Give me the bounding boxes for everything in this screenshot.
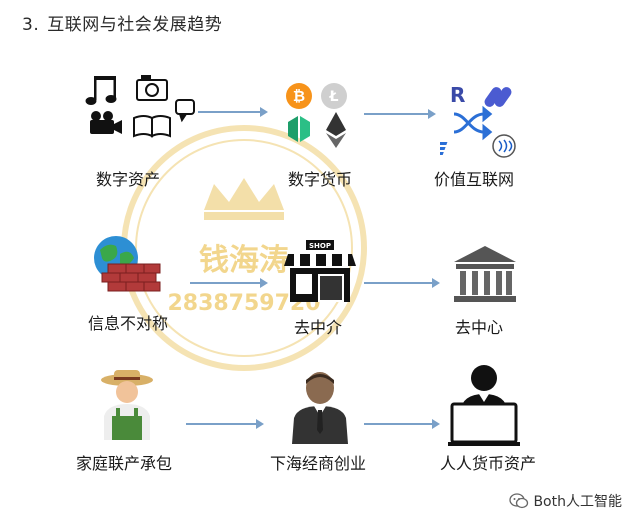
node-label-decentralization: 去中心 (455, 318, 504, 337)
businessman-icon (292, 372, 348, 444)
arrow-digital-assets-to-currency (198, 107, 268, 117)
litecoin-icon (321, 83, 347, 109)
camera-icon (136, 75, 168, 101)
digital-assets-icon (85, 75, 195, 138)
watermark-name: 钱海涛 (199, 243, 289, 278)
ripple-icon: R (450, 83, 465, 107)
wechat-icon (509, 493, 529, 509)
arrow-disintermediation-to-decentralization (364, 278, 440, 288)
music-note-icon (85, 76, 117, 105)
ethereum-icon (326, 112, 346, 148)
svg-text:₿: ₿ (293, 87, 305, 105)
node-label-information-asymmetry: 信息不对称 (88, 314, 169, 333)
arrow-currency-to-value-internet (364, 109, 436, 119)
bitcoin-icon (286, 83, 312, 109)
arrow-business-to-personal-assets (364, 419, 440, 429)
page-title: 3. 互联网与社会发展趋势 (22, 10, 222, 35)
node-label-digital-assets: 数字资产 (96, 170, 161, 189)
section-number: 3. (22, 15, 40, 35)
farmer-icon (101, 370, 153, 440)
hcash-icon (288, 116, 310, 142)
chat-bubble-icon (175, 99, 195, 123)
node-label-entrepreneurship: 下海经商创业 (270, 454, 367, 473)
value-internet-icon: R (440, 83, 516, 158)
globe-firewall-icon (94, 236, 161, 292)
node-label-disintermediation: 去中介 (294, 318, 343, 337)
footer-credit: Both人工智能 (509, 491, 622, 511)
node-label-value-internet: 价值互联网 (434, 170, 515, 189)
section-title: 互联网与社会发展趋势 (47, 15, 223, 35)
crown-icon (204, 178, 284, 210)
shop-storefront-icon: SHOP (284, 240, 356, 302)
arrow-household-to-business (186, 419, 264, 429)
node-label-household-responsibility: 家庭联产承包 (76, 454, 173, 473)
pill-token-icon (484, 87, 512, 107)
person-laptop-icon (448, 365, 520, 446)
node-label-digital-currency: 数字货币 (288, 170, 353, 189)
digital-currency-icon: ₿ Ł (286, 83, 347, 148)
node-label-personal-currency-assets: 人人货币资产 (440, 454, 537, 473)
shuffle-icon (453, 105, 493, 141)
book-icon (133, 115, 171, 138)
bank-building-icon (454, 246, 516, 302)
stacked-layers-icon (440, 142, 448, 155)
arrow-asymmetry-to-disintermediation (190, 278, 268, 288)
shop-sign-text: SHOP (309, 242, 331, 250)
footer-text: Both人工智能 (533, 494, 622, 510)
svg-text:Ł: Ł (329, 89, 339, 105)
video-camera-icon (90, 111, 122, 134)
